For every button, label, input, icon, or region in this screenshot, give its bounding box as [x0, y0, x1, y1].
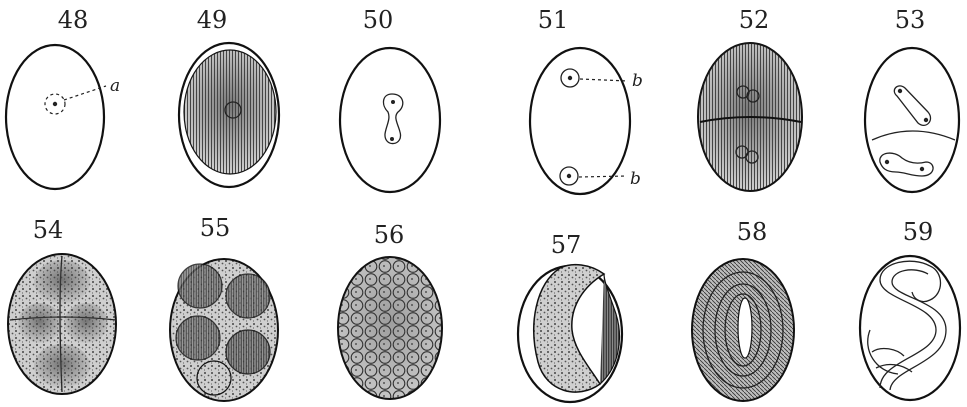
morula-shading — [338, 257, 442, 399]
egg-outline — [865, 48, 959, 192]
figure-56: 56 — [338, 221, 442, 399]
figure-57: 57 — [518, 231, 622, 402]
nucleolus — [53, 102, 57, 106]
nucleolus — [898, 89, 902, 93]
embryo-body-inner — [890, 270, 946, 390]
blastomere — [226, 330, 270, 374]
figure-number: 58 — [737, 218, 768, 246]
blastomere — [226, 274, 270, 318]
figure-number: 56 — [374, 221, 405, 249]
nucleolus — [885, 160, 889, 164]
nucleolus — [567, 174, 571, 178]
leader-line — [579, 176, 626, 177]
blastomere — [197, 361, 231, 395]
nucleolus — [568, 76, 572, 80]
embryo-head — [912, 266, 941, 302]
annotation-b-upper: b — [632, 71, 643, 91]
figure-48: 48 a — [6, 6, 120, 189]
egg-outline — [530, 48, 630, 194]
figure-number: 49 — [197, 6, 228, 34]
figure-number: 54 — [33, 216, 64, 244]
figure-number: 50 — [363, 6, 394, 34]
figure-number: 57 — [551, 231, 582, 259]
figure-number: 55 — [200, 214, 231, 242]
figure-58: 58 — [692, 218, 794, 401]
nucleolus — [390, 137, 394, 141]
figure-53: 53 — [865, 6, 959, 192]
nucleolus — [391, 100, 395, 104]
figure-51: 51 b b — [530, 6, 643, 194]
blastomere-shading — [64, 303, 108, 343]
nucleolus — [924, 118, 928, 122]
figure-number: 48 — [58, 6, 89, 34]
egg-outline — [860, 256, 960, 400]
central-cavity — [738, 298, 752, 358]
blastomere — [178, 264, 222, 308]
figure-50: 50 — [340, 6, 440, 192]
fold-line — [872, 349, 904, 356]
figure-number: 59 — [903, 218, 934, 246]
figure-number: 51 — [538, 6, 569, 34]
figure-number: 52 — [739, 6, 770, 34]
figure-number: 53 — [895, 6, 926, 34]
figure-52: 52 — [698, 6, 802, 191]
cleavage-furrow — [872, 131, 955, 140]
egg-outline — [340, 48, 440, 192]
figure-54: 54 — [8, 216, 116, 394]
blastomere-shading — [34, 344, 90, 388]
leader-line — [64, 86, 106, 100]
blastomere — [176, 316, 220, 360]
figure-49: 49 — [179, 6, 279, 187]
nucleolus — [920, 167, 924, 171]
yolk-shading — [184, 50, 276, 174]
egg-outline — [6, 45, 104, 189]
annotation-a: a — [110, 76, 120, 96]
embryo-band — [534, 265, 604, 392]
figure-59: 59 — [860, 218, 960, 400]
blastomere-shading — [18, 303, 62, 343]
dividing-nucleus-lower — [880, 153, 933, 176]
blastomere-shading — [34, 260, 90, 304]
figure-55: 55 — [170, 214, 278, 401]
annotation-b-lower: b — [630, 169, 641, 189]
